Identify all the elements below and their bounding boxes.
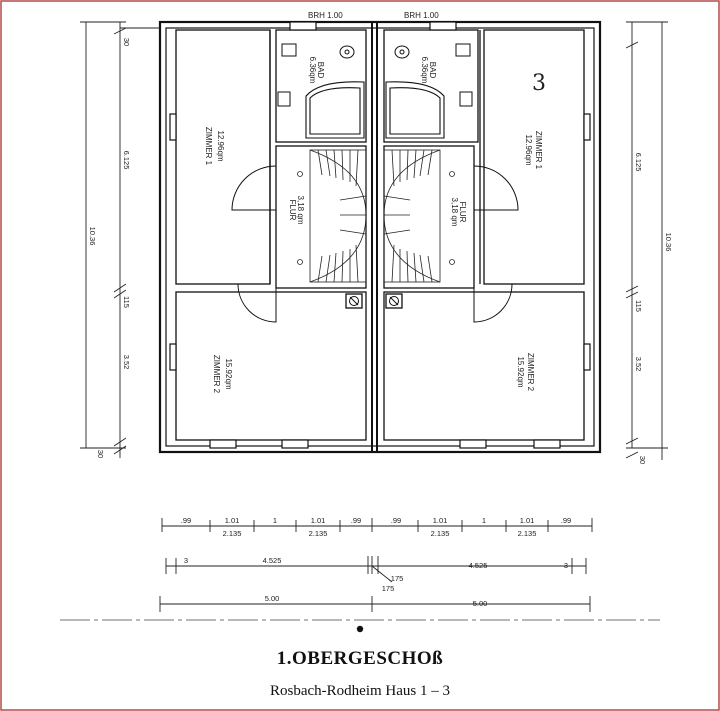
hdim-r2-small-0: .175 (389, 574, 404, 583)
hdim-r3-0: 5.00 (265, 594, 280, 603)
hdim-r1-1: 1.01 (225, 516, 240, 525)
vdim-right-upper: 6.125 (634, 153, 643, 172)
left-door-swings (231, 165, 277, 323)
left-staircase (297, 149, 367, 283)
hdim-r1-4: .99 (351, 516, 361, 525)
hdim-r2-3: 3 (564, 561, 568, 570)
left-bathtub (305, 81, 365, 139)
vdim-right-total: 10.36 (664, 233, 673, 252)
hdim-r1sub-0: 2.135 (223, 529, 242, 538)
vdim-right-bottom: 30 (638, 456, 647, 464)
left-basin-1 (281, 43, 297, 57)
right-basin-1 (455, 43, 471, 57)
hdim-r1-7: 1 (482, 516, 486, 525)
brh-label-right: BRH 1.00 (404, 11, 439, 20)
hdim-r1-5: .99 (391, 516, 401, 525)
right-windows (429, 21, 591, 449)
hdim-r1sub-2: 2.135 (431, 529, 450, 538)
right-bad-label: BAD (428, 62, 437, 79)
right-bathtub (385, 81, 445, 139)
vdim-left-upper: 6.125 (122, 151, 131, 170)
hdim-r2-small-1: 175 (382, 584, 395, 593)
vertical-dimension-lines (80, 21, 668, 460)
vdim-left-bottom: 30 (96, 450, 105, 458)
vdim-right-lower: 3.52 (634, 357, 643, 372)
hdim-r1-9: .99 (561, 516, 571, 525)
horizontal-dimension-lines (159, 518, 593, 612)
right-flur-area: 3,18 qm (450, 198, 459, 227)
right-zimmer1-area: 12.96qm (524, 134, 533, 165)
vdim-right-mid: 115 (634, 300, 643, 312)
right-chimney (385, 293, 403, 309)
outer-walls (158, 20, 602, 454)
vdim-left-top: 30 (122, 38, 131, 46)
left-zimmer1-area: 12.96qm (216, 130, 225, 161)
right-door-swings (473, 165, 519, 323)
right-bad-area: 6.36qm (420, 57, 429, 84)
right-basin-2 (459, 91, 473, 107)
brh-label-left: BRH 1.00 (308, 11, 343, 20)
hdim-r1-2: 1 (273, 516, 277, 525)
right-zimmer2-label: ZIMMER 2 (526, 353, 535, 392)
left-basin-2 (277, 91, 291, 107)
hdim-r3-1: 5.00 (473, 599, 488, 608)
left-bad-area: 6.36qm (308, 57, 317, 84)
handwritten-house-number: 3 (532, 71, 546, 96)
right-house-walls (383, 29, 585, 441)
left-house-walls (175, 29, 367, 441)
right-flur-label: FLUR (458, 202, 467, 223)
hdim-r1sub-1: 2.135 (309, 529, 328, 538)
left-zimmer1-label: ZIMMER 1 (204, 127, 213, 166)
left-windows (169, 21, 317, 449)
left-chimney (345, 293, 363, 309)
vdim-left-total: 10.36 (88, 227, 97, 246)
vdim-left-mid: 115 (122, 296, 131, 308)
left-toilet (339, 45, 355, 59)
left-bad-label: BAD (316, 62, 325, 79)
right-toilet (394, 45, 410, 59)
hdim-r2-1: 4.525 (263, 556, 282, 565)
floor-subtitle: Rosbach-Rodheim Haus 1 – 3 (270, 683, 450, 699)
hdim-r1sub-3: 2.135 (518, 529, 537, 538)
hdim-r1-6: 1.01 (433, 516, 448, 525)
hdim-r1-3: 1.01 (311, 516, 326, 525)
hdim-r2-0: 3 (184, 556, 188, 565)
hdim-r1-0: .99 (181, 516, 191, 525)
floor-title: 1.OBERGESCHOß (276, 648, 444, 669)
right-staircase (383, 149, 455, 283)
right-zimmer1-label: ZIMMER 1 (534, 131, 543, 170)
right-zimmer2-area: 15.92qm (516, 356, 525, 387)
hdim-r2-2: 4.525 (469, 561, 488, 570)
left-zimmer2-area: 15.92qm (224, 358, 233, 389)
left-flur-area: 3,18 qm (296, 196, 305, 225)
vdim-left-lower: 3.52 (122, 355, 131, 370)
center-dot (356, 625, 364, 633)
hdim-r1-8: 1.01 (520, 516, 535, 525)
left-zimmer2-label: ZIMMER 2 (212, 355, 221, 394)
left-flur-label: FLUR (288, 200, 297, 221)
